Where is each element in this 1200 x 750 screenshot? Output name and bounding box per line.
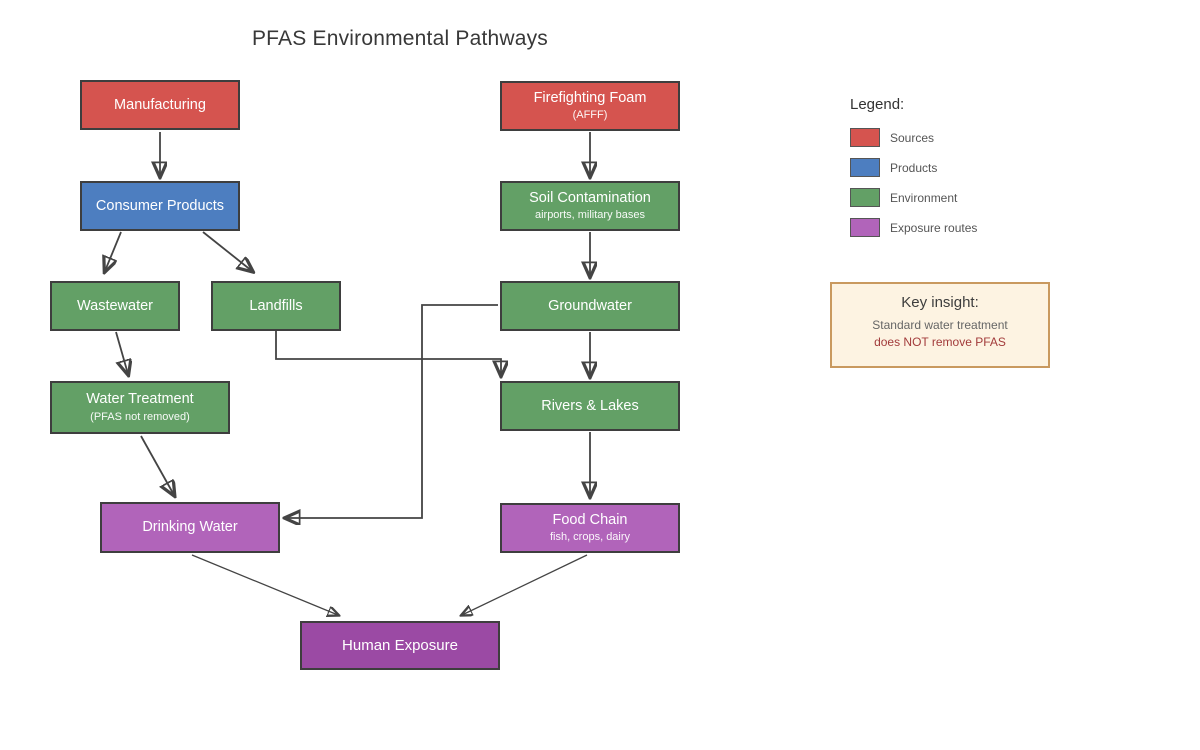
key-insight-line1: Standard water treatment xyxy=(872,318,1008,332)
node-label: Water Treatment xyxy=(86,391,194,408)
node-label: Soil Contamination xyxy=(529,189,651,206)
node-label: Landfills xyxy=(249,297,303,314)
node-sublabel: fish, crops, dairy xyxy=(549,531,631,544)
edge-wastewater-to-water-treatment xyxy=(115,331,128,374)
node-label: Firefighting Foam xyxy=(533,89,647,106)
node-label: Human Exposure xyxy=(342,636,458,654)
node-label: Food Chain xyxy=(552,511,628,528)
node-label: Drinking Water xyxy=(142,519,238,536)
node-food-chain: Food Chain fish, crops, dairy xyxy=(500,503,680,553)
products-color-swatch xyxy=(850,158,880,177)
edge-landfills-to-rivers-lakes xyxy=(275,331,501,375)
node-label: Groundwater xyxy=(548,297,632,314)
node-manufacturing: Manufacturing xyxy=(80,80,240,130)
node-landfills: Landfills xyxy=(211,281,341,331)
node-firefighting-foam: Firefighting Foam (AFFF) xyxy=(500,81,680,131)
exposure-routes-color-swatch xyxy=(850,218,880,237)
legend-item-products: Products xyxy=(850,158,977,177)
edge-consumer-products-to-wastewater xyxy=(105,231,122,271)
legend-item-label: Products xyxy=(890,160,938,175)
page-title: PFAS Environmental Pathways xyxy=(251,27,549,50)
node-human-exposure: Human Exposure xyxy=(300,621,500,670)
legend-item-label: Environment xyxy=(890,190,958,205)
edge-consumer-products-to-landfills xyxy=(202,231,252,271)
node-sublabel: airports, military bases xyxy=(534,209,646,222)
edge-groundwater-to-drinking-water xyxy=(286,304,498,518)
legend-title: Legend: xyxy=(850,96,905,113)
key-insight-callout: Key insight: Standard water treatment do… xyxy=(830,282,1050,368)
legend-item-label: Sources xyxy=(890,130,935,145)
key-insight-title: Key insight: xyxy=(901,294,979,311)
node-label: Rivers & Lakes xyxy=(541,397,639,414)
edge-food-chain-to-human-exposure xyxy=(462,554,588,615)
node-water-treatment: Water Treatment (PFAS not removed) xyxy=(50,381,230,434)
node-consumer-products: Consumer Products xyxy=(80,181,240,231)
node-label: Manufacturing xyxy=(114,96,206,113)
edge-drinking-water-to-human-exposure xyxy=(191,554,338,615)
node-sublabel: (PFAS not removed) xyxy=(90,410,190,423)
sources-color-swatch xyxy=(850,128,880,147)
node-drinking-water: Drinking Water xyxy=(100,502,280,553)
environment-color-swatch xyxy=(850,188,880,207)
legend: Legend: Sources Products Environment Exp… xyxy=(850,96,977,248)
node-rivers-lakes: Rivers & Lakes xyxy=(500,381,680,431)
node-sublabel: (AFFF) xyxy=(572,109,608,122)
node-soil-contamination: Soil Contamination airports, military ba… xyxy=(500,181,680,231)
legend-item-environment: Environment xyxy=(850,188,977,207)
legend-item-exposure-routes: Exposure routes xyxy=(850,218,977,237)
node-label: Consumer Products xyxy=(95,197,225,214)
legend-item-label: Exposure routes xyxy=(890,220,978,235)
edge-water-treatment-to-drinking-water xyxy=(140,435,174,495)
node-groundwater: Groundwater xyxy=(500,281,680,331)
legend-item-sources: Sources xyxy=(850,128,977,147)
node-label: Wastewater xyxy=(76,297,153,314)
key-insight-line2: does NOT remove PFAS xyxy=(874,335,1006,349)
node-wastewater: Wastewater xyxy=(50,281,180,331)
